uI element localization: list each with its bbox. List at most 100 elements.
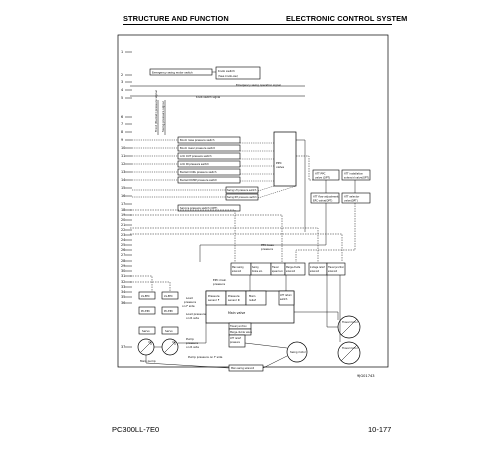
lower-switch-label-3: ATT relief [230,337,241,340]
servo-box-right [161,326,179,335]
pc-epc-label-right: PC-EPC [164,309,173,313]
row-number: 13 [121,170,125,174]
main-valve-label: Main valve [228,311,245,315]
att-install-solenoid-label: ATT installation [344,172,364,176]
vertical-signal-label-2: Swing pressure signal [161,101,165,132]
att-flow-epc-label: ATT flow adjustment [313,195,339,199]
ppc-base-pressure-sub: pressure [261,247,273,251]
pressure-switch-box [177,136,241,144]
solenoid-valve-box [230,262,252,276]
load-pressure-r-label: Load pressure [186,312,206,316]
pressure-switch-label: Bucket DUMP pressure switch [180,178,218,182]
row-number: 3 [121,80,123,84]
solenoid-valve-sub: speed sol. [272,270,283,273]
epc-main-pressure-label: EPC main [213,278,227,282]
vertical-signal-label-1: Front (Bucket) pressure signal [154,90,158,132]
system-title: ELECTRONIC CONTROL SYSTEM [286,14,408,23]
att-install-solenoid-box [341,169,371,181]
pressure-switch-box [225,186,259,194]
row-number: 5 [121,96,123,100]
row-number: 4 [121,88,123,92]
row-number: 31 [121,274,125,278]
row-number: 35 [121,295,125,299]
att-flow-epc-sub: EPC valve(OPT) [313,199,332,203]
solenoid-valve-label: Merge-divide [286,266,301,269]
load-pressure-r-side: on R side [186,316,199,320]
att-ppc-valve-sub: valve (OPT) [315,176,330,180]
row-number: 24 [121,238,125,242]
row-number: 32 [121,280,125,284]
swing-motor-label: Swing motor [290,350,307,354]
pump-symbol-rear [164,341,176,353]
pressure-switch-box [225,193,259,201]
ls-epc-box-left [138,291,156,300]
pc-epc-box-left [138,306,156,315]
row-number: 8 [121,130,123,134]
pressure-sensor-r-label: Pressure [228,294,240,298]
att-return-label: ATT return [280,294,292,297]
servo-label-right: Servo [165,329,173,333]
row-number: 2 [121,73,123,77]
servo-box-left [138,326,156,335]
key-switch-box [215,66,261,80]
ls-epc-label-right: LS-EPC [164,294,173,298]
pressure-switch-label: Swing RH pressure switch [227,196,257,199]
pressure-sensor-f-label: Pressure [208,294,220,298]
load-pressure-f-sub: pressure [184,300,196,304]
att-selector-box [341,192,371,204]
row-number: 25 [121,243,125,247]
lower-switch-label-1: Travel junction [230,325,247,328]
solenoid-valve-label: Travel [272,266,279,269]
pressure-switch-label: Boom raise pressure switch [180,138,215,142]
solenoid-valve-box [326,262,346,276]
solenoid-valve-box [284,262,306,276]
row-number: 19 [121,213,125,217]
pressure-switch-label: Arm IN pressure switch [180,162,209,166]
header-rule [123,24,392,25]
row-number: 10 [121,146,125,150]
row-number: 17 [121,202,125,206]
service-pressure-switch-box [177,204,241,212]
pressure-switch-label: Boom lower pressure switch [180,146,216,150]
row-number: 16 [121,194,125,198]
main-relief-sub: relief [249,298,256,302]
main-relief-box [245,290,267,306]
lower-switch-sub-3: pressure [230,341,241,344]
row-number: 34 [121,290,125,294]
row-number: 33 [121,285,125,289]
emergency-swing-switch-label: Emergency swing motor switch [152,71,193,75]
section-title: STRUCTURE AND FUNCTION [123,14,229,23]
row-number: 30 [121,269,125,273]
pressure-switch-box [177,168,241,176]
pump-symbol-front [140,341,152,353]
ppc-valve-block [273,131,297,187]
solenoid-valve-label: Swing [252,266,259,269]
row-tick-lines [125,51,132,348]
att-selector-label: ATT selector [344,195,360,199]
load-pressure-f-label: Load [186,296,193,300]
row-number: 18 [121,208,125,212]
row-number: 9 [121,138,123,142]
knob-switch-signal-label: Knob switch signal [196,95,220,99]
pressure-sensor-f-sub: sensor F [208,298,220,302]
pump-pressure-r-label: Pump [186,337,194,341]
signal-wiring [130,71,356,369]
pressure-switch-label: Swing LH pressure switch [227,189,257,192]
row-number-column: 1234567891011121314151617181920212223242… [121,50,125,349]
att-return-sub: switch [280,298,288,301]
row-number: 6 [121,115,123,119]
row-number: 27 [121,253,125,257]
solenoid-valve-sub: solenoid [328,270,338,273]
row-number: 11 [121,154,125,158]
ls-epc-label-left: LS-EPC [141,294,150,298]
emergency-op-signal-label: Emergency swing operation signal [236,83,281,87]
solenoid-valve-box [270,262,286,276]
solenoid-valve-sub: brake sol. [252,270,263,273]
load-pressure-f-side: on F side [182,304,195,308]
solenoid-valve-label: Travel junction [328,266,345,269]
pressure-switch-box [177,160,241,168]
ppc-valve-label: PPC [276,161,282,165]
